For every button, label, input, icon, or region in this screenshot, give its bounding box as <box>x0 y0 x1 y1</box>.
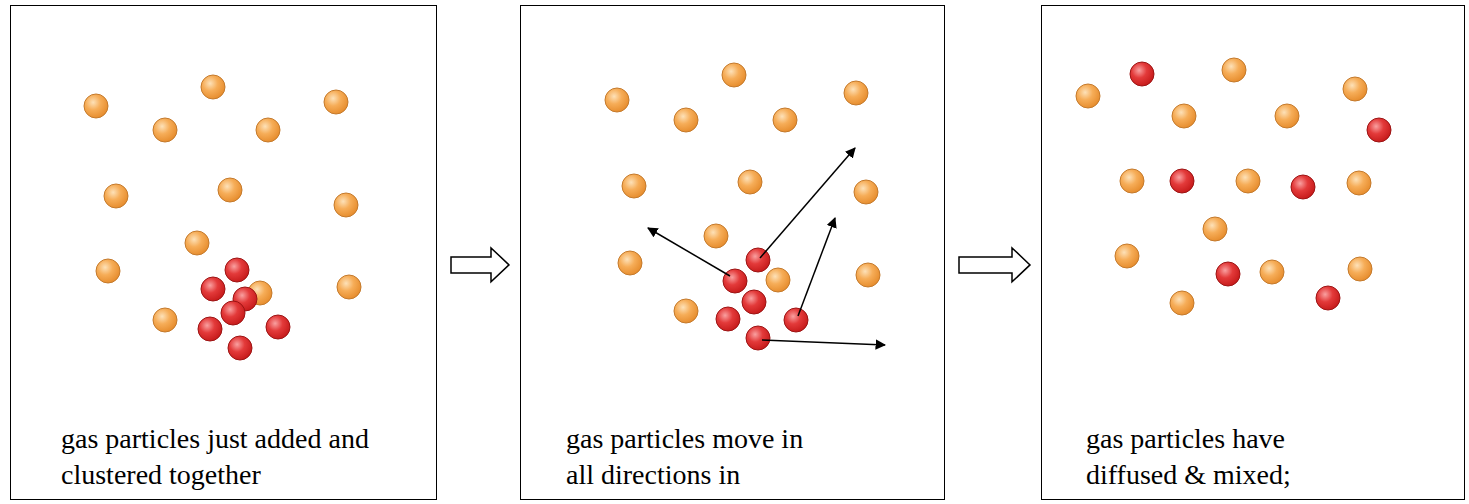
motion-arrow <box>760 148 855 258</box>
panel-caption: gas particles have diffused & mixed; <box>1086 421 1356 493</box>
gas-particle <box>1170 291 1194 315</box>
gas-particle <box>225 258 249 282</box>
gas-particle <box>337 275 361 299</box>
gas-particle <box>1115 244 1139 268</box>
gas-particle <box>1275 104 1299 128</box>
gas-particle <box>856 263 880 287</box>
gas-particle <box>1120 169 1144 193</box>
gas-particle <box>1316 286 1340 310</box>
gas-particle <box>1343 77 1367 101</box>
gas-particle <box>221 301 245 325</box>
gas-particle <box>746 326 770 350</box>
motion-arrow <box>798 218 835 316</box>
gas-particle <box>266 315 290 339</box>
panel-caption: gas particles move in all directions in <box>566 421 816 493</box>
gas-particle <box>1076 84 1100 108</box>
gas-particle <box>704 224 728 248</box>
gas-particle <box>198 317 222 341</box>
gas-particle <box>1348 257 1372 281</box>
gas-particle <box>722 63 746 87</box>
panel-box: gas particles have diffused & mixed; <box>1041 5 1465 500</box>
gas-particle <box>674 299 698 323</box>
gas-particle <box>1216 262 1240 286</box>
gas-particle <box>153 308 177 332</box>
panel-box: gas particles move in all directions in <box>520 5 945 500</box>
gas-particle <box>742 290 766 314</box>
gas-particle <box>1172 104 1196 128</box>
gas-particle <box>153 118 177 142</box>
particle-group <box>605 63 885 350</box>
particle-group <box>84 75 361 360</box>
gas-particle <box>723 269 747 293</box>
gas-particle <box>1291 175 1315 199</box>
gas-particle <box>1236 169 1260 193</box>
gas-particle <box>1367 118 1391 142</box>
gas-particle <box>334 193 358 217</box>
gas-particle <box>844 81 868 105</box>
gas-particle <box>618 251 642 275</box>
gas-particle <box>185 231 209 255</box>
gas-particle <box>256 118 280 142</box>
gas-particle <box>622 174 646 198</box>
gas-particle <box>605 88 629 112</box>
motion-arrow <box>762 340 885 345</box>
gas-particle <box>324 90 348 114</box>
gas-particle <box>201 277 225 301</box>
gas-particle <box>104 184 128 208</box>
gas-particle <box>228 336 252 360</box>
gas-particle <box>1130 62 1154 86</box>
motion-arrow <box>648 228 730 276</box>
gas-particle <box>738 170 762 194</box>
panel-caption: gas particles just added and clustered t… <box>61 421 391 493</box>
gas-particle <box>716 307 740 331</box>
block-arrow <box>959 248 1030 282</box>
gas-particle <box>854 180 878 204</box>
block-arrow <box>451 248 509 282</box>
panel-box: gas particles just added and clustered t… <box>10 5 437 500</box>
gas-particle <box>84 94 108 118</box>
gas-particle <box>674 108 698 132</box>
gas-particle <box>218 178 242 202</box>
particle-group <box>1076 58 1391 315</box>
gas-particle <box>201 75 225 99</box>
gas-particle <box>766 268 790 292</box>
gas-particle <box>1222 58 1246 82</box>
gas-particle <box>784 308 808 332</box>
gas-particle <box>96 259 120 283</box>
gas-particle <box>773 108 797 132</box>
gas-particle <box>1347 171 1371 195</box>
gas-particle <box>1170 169 1194 193</box>
gas-particle <box>1260 260 1284 284</box>
gas-particle <box>1203 217 1227 241</box>
